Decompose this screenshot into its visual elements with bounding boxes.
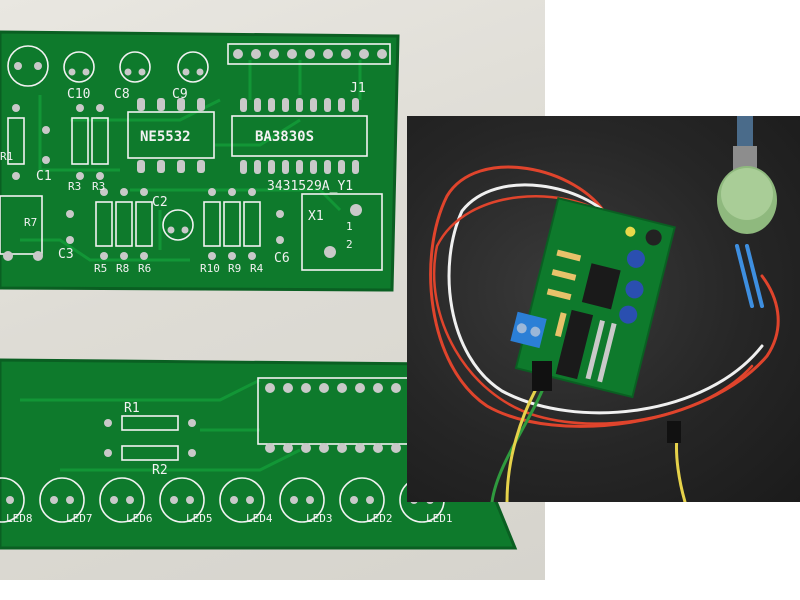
res-label-r4: R4	[250, 262, 264, 275]
led-label-6: LED6	[126, 512, 153, 525]
res-label-r1: R1	[0, 150, 13, 163]
cap-label-c3: C3	[58, 247, 74, 262]
bare-pcb-drawing: NE5532 BA3830S C10 C8 C9 C1 C2 C3 C6 R1 …	[0, 30, 518, 550]
led-label-1: LED1	[426, 512, 453, 525]
connector-label-j1: J1	[350, 81, 366, 96]
cap-label-c8: C8	[114, 87, 130, 102]
res-label-r5: R5	[94, 262, 107, 275]
jumper-end	[667, 421, 681, 443]
led-label-3: LED3	[306, 512, 333, 525]
cap-label-c2: C2	[152, 195, 168, 210]
chip-label-ba3830s: BA3830S	[255, 129, 314, 145]
led-label-2: LED2	[366, 512, 393, 525]
bottom-res-label-r1: R1	[124, 401, 140, 416]
terminal-pin-2-label: 2	[346, 238, 353, 251]
chip-label-ne5532: NE5532	[140, 129, 191, 145]
wire-connector	[532, 361, 552, 391]
top-pcb: NE5532 BA3830S C10 C8 C9 C1 C2 C3 C6 R1 …	[0, 30, 400, 292]
led-label-5: LED5	[186, 512, 213, 525]
cap-label-c9: C9	[172, 87, 188, 102]
res-label-r10: R10	[200, 262, 220, 275]
assembled-pcb-drawing	[429, 116, 780, 502]
bottom-pcb: R1 R2 LED	[0, 358, 518, 550]
res-label-r6: R6	[138, 262, 151, 275]
res-label-r9: R9	[228, 262, 241, 275]
cap-label-c6: C6	[274, 251, 290, 266]
cap-label-c1: C1	[36, 169, 52, 184]
part-number-label: 3431529A_Y1	[267, 179, 353, 194]
res-label-r3b: R3	[92, 180, 105, 193]
potentiometer	[717, 116, 777, 234]
assembled-pcb-photo	[407, 116, 800, 502]
res-label-r8: R8	[116, 262, 129, 275]
terminal-pin-1-label: 1	[346, 220, 353, 233]
led-label-7: LED7	[66, 512, 93, 525]
bottom-res-label-r2: R2	[152, 463, 168, 478]
cap-label-c10: C10	[67, 87, 90, 102]
res-label-r3a: R3	[68, 180, 81, 193]
assembled-pcb	[510, 197, 676, 399]
wire-loops	[429, 165, 780, 502]
res-label-r7: R7	[24, 216, 37, 229]
led-label-4: LED4	[246, 512, 273, 525]
led-label-8: LED8	[6, 512, 33, 525]
connector-label-x1: X1	[308, 209, 324, 224]
